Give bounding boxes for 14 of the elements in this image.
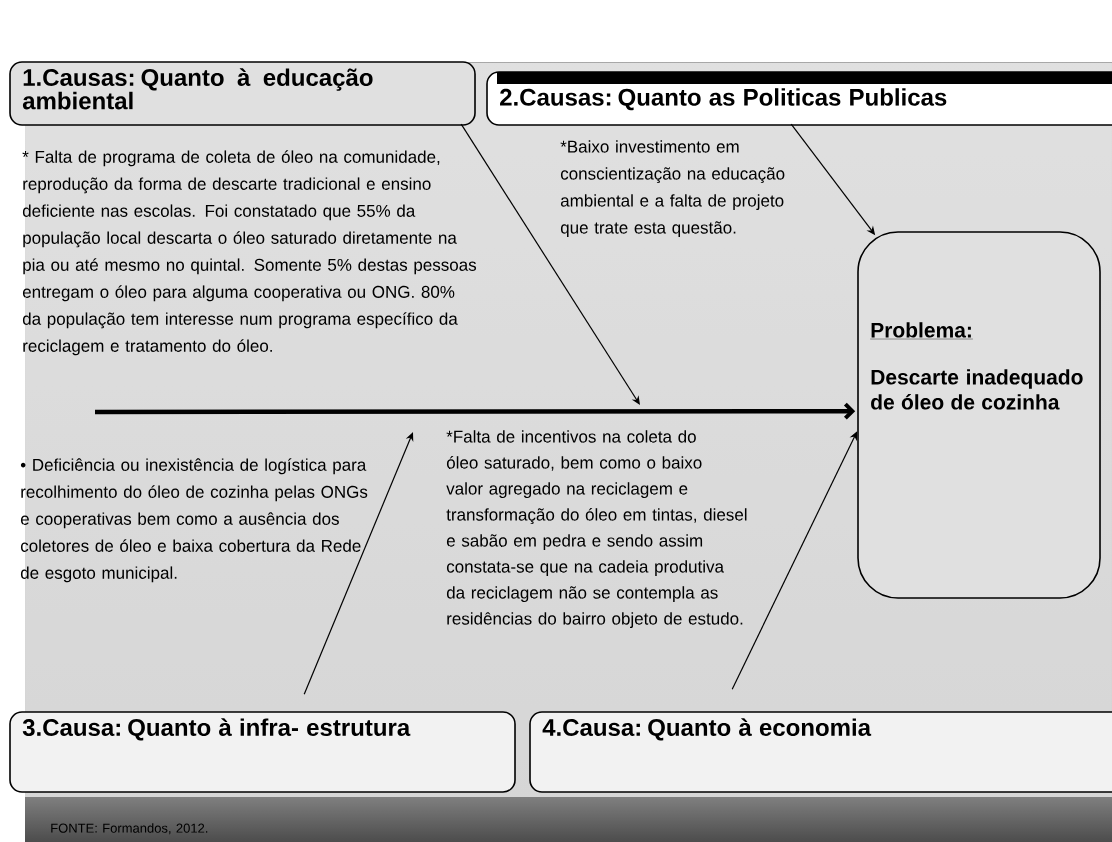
arrow <box>731 431 858 690</box>
source-note: FONTE: Formandos, 2012. <box>51 823 208 835</box>
arrow <box>95 402 856 420</box>
cause-text: • Deficiência ou inexistência de logística para recolhimento do óleo de cozinha pelas ONGs e cooperativas bem como a ausência dos coletores de óleo e baixa cobertura da Rede de esgoto municipal. <box>20 458 368 583</box>
category-box: 2.Causas: Quanto as Politicas Publicas <box>486 71 1112 126</box>
arrow <box>460 123 640 405</box>
cause-text: *Falta de incentivos na coleta do óleo saturado, bem como o baixo valor agregado na reciclagem e transformação do óleo em tintas, diesel e sabão em pedra e sendo assim constata-se que na cadeia produtiva da reciclagem não se contempla as residências do bairro objeto de estudo. <box>446 430 747 629</box>
category-box: 3.Causa: Quanto à infra- estrutura <box>9 711 516 793</box>
cause-text: * Falta de programa de coleta de óleo na comunidade, reprodução da forma de descarte tradicional e ensino deficiente nas escolas. Foi constatado que 55% da população local descarta o óleo saturado diretamente na pia ou até mesmo no quintal. Somente 5% destas pessoas entregam o óleo para alguma cooperativa ou ONG. 80% da população tem interesse num programa específico da reciclagem e tratamento do óleo. <box>22 150 477 356</box>
category-box: 1.Causas: Quanto à educação ambiental <box>9 61 476 126</box>
problem-box: Problema: Descarte inadequado de óleo de cozinha <box>857 231 1101 599</box>
cause-text: *Baixo investimento em conscientização na educação ambiental e a falta de projeto que trate esta questão. <box>560 140 785 238</box>
arrow <box>303 432 414 695</box>
category-box: 4.Causa: Quanto à economia <box>529 711 1112 793</box>
